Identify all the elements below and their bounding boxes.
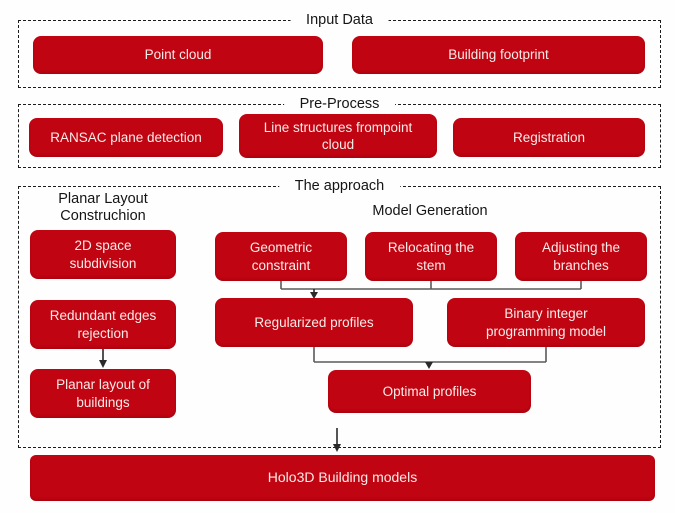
box-binary-integer-programming-model: Binary integer programming model: [447, 298, 645, 347]
box-optimal-profiles: Optimal profiles: [328, 370, 531, 413]
box-planar-layout-of-buildings: Planar layout of buildings: [30, 369, 176, 418]
subtitle-model-generation: Model Generation: [372, 203, 488, 219]
box-ransac-plane-detection: RANSAC plane detection: [29, 118, 223, 157]
subtitle-planar-layout-construction: Planar Layout Construchion: [58, 191, 148, 224]
box-redundant-edges-rejection: Redundant edges rejection: [30, 300, 176, 349]
box-geometric-constraint: Geometric constraint: [215, 232, 347, 281]
box-adjusting-the-branches: Adjusting the branches: [515, 232, 647, 281]
box-relocating-the-stem: Relocating the stem: [365, 232, 497, 281]
section-pre-process: Pre-Process: [18, 95, 661, 168]
section-input-data: Input Data: [18, 11, 661, 88]
box-point-cloud: Point cloud: [33, 36, 323, 74]
section-input-data-title: Input Data: [290, 11, 389, 30]
box-registration: Registration: [453, 118, 645, 157]
section-pre-process-title: Pre-Process: [283, 95, 396, 114]
box-2d-space-subdivision: 2D space subdivision: [30, 230, 176, 279]
box-regularized-profiles: Regularized profiles: [215, 298, 413, 347]
box-line-structures-from-point-cloud: Line structures frompoint cloud: [239, 114, 437, 158]
box-building-footprint: Building footprint: [352, 36, 645, 74]
section-the-approach-title: The approach: [278, 177, 401, 196]
box-holo3d-building-models: Holo3D Building models: [30, 455, 655, 501]
